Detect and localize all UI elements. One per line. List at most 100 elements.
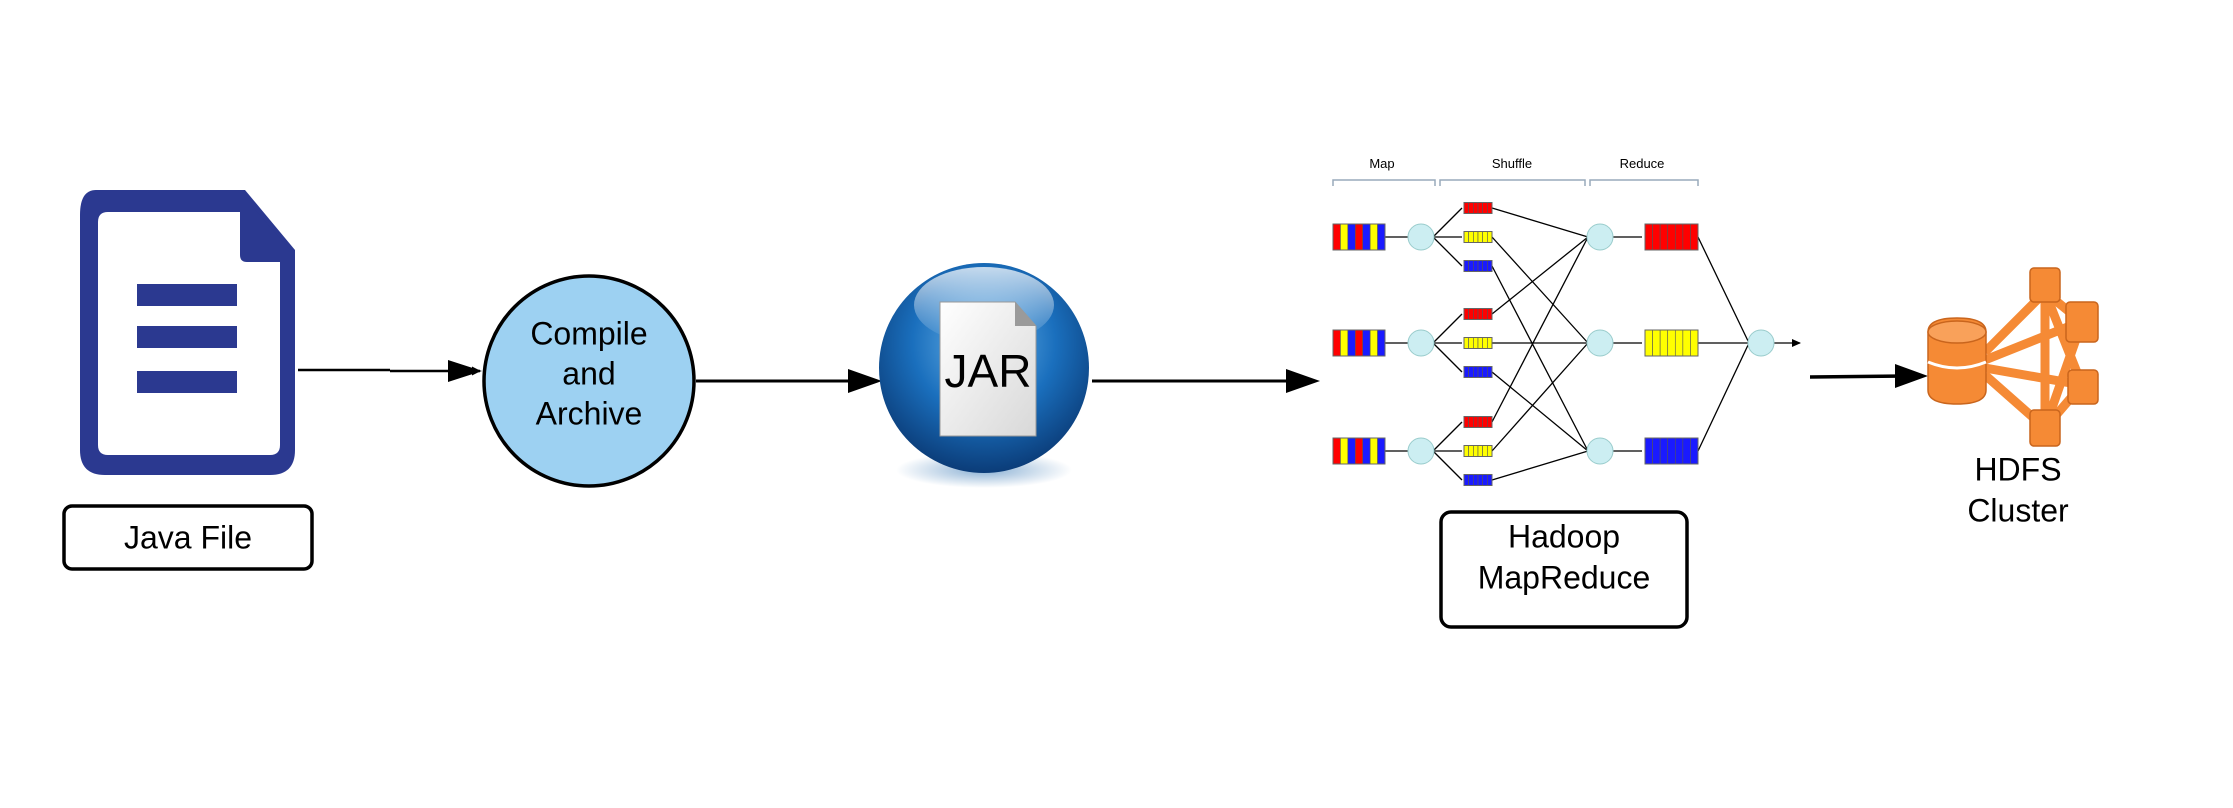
shuffle-bin: [1468, 202, 1474, 214]
arrowhead-icon: [1895, 364, 1928, 388]
shuffle-link: [1432, 236, 1463, 267]
final-merge-link: [1697, 342, 1750, 452]
shuffle-bin: [1482, 337, 1488, 349]
hdfs-cluster-icon: [1927, 267, 2099, 447]
shuffle-bin: [1482, 231, 1488, 243]
map-input-record: [1377, 223, 1386, 251]
shuffle-link: [1491, 236, 1589, 315]
shuffle-bin: [1463, 308, 1469, 320]
shuffle-bin: [1473, 308, 1479, 320]
shuffle-bin: [1482, 308, 1488, 320]
shuffle-bin: [1487, 202, 1493, 214]
shuffle-bin: [1463, 260, 1469, 272]
shuffle-bin: [1477, 260, 1483, 272]
shuffle-link: [1491, 207, 1589, 238]
map-input-record: [1354, 223, 1364, 251]
shuffle-bin: [1482, 366, 1488, 378]
mapreduce-label-line1: Hadoop: [1508, 518, 1620, 554]
java-file-label: Java File: [124, 519, 252, 555]
arrow-to-hdfs: [1809, 374, 1911, 379]
hdfs-label-line2: Cluster: [1967, 492, 2069, 528]
reduce-output-record: [1674, 437, 1684, 465]
shuffle-link: [1432, 450, 1463, 481]
shuffle-bin: [1468, 416, 1474, 428]
shuffle-link: [1491, 342, 1589, 452]
shuffle-link: [1491, 236, 1589, 344]
map-input-record: [1362, 223, 1371, 251]
reduce-output-record: [1667, 329, 1676, 357]
map-input-record: [1332, 437, 1341, 465]
reduce-node: [1586, 223, 1614, 251]
shuffle-link: [1432, 313, 1463, 344]
shuffle-bin: [1477, 445, 1483, 457]
map-input-record: [1362, 329, 1371, 357]
shuffle-bin: [1473, 260, 1479, 272]
shuffle-link: [1432, 421, 1463, 452]
map-input-record: [1340, 437, 1349, 465]
shuffle-bin-frame: [1463, 366, 1493, 378]
map-input-record: [1377, 329, 1386, 357]
phase-label-map: Map: [1369, 156, 1394, 171]
shuffle-bin: [1468, 231, 1474, 243]
shuffle-bin: [1487, 445, 1493, 457]
hdfs-label-line1: HDFS: [1974, 451, 2061, 487]
shuffle-bin-frame: [1463, 416, 1493, 428]
map-input-record: [1369, 223, 1378, 251]
shuffle-bin: [1473, 416, 1479, 428]
compile-label-line3: Archive: [536, 395, 643, 431]
mapreduce-label-line2: MapReduce: [1478, 559, 1651, 595]
mapreduce-diagram: Map Shuffle Reduce: [1332, 156, 1801, 486]
map-input-record: [1369, 329, 1378, 357]
reduce-output-record: [1690, 329, 1699, 357]
shuffle-bin: [1463, 416, 1469, 428]
map-input-record: [1354, 437, 1364, 465]
shuffle-bin: [1468, 445, 1474, 457]
phase-bracket-reduce: [1589, 179, 1699, 186]
shuffle-bin: [1487, 337, 1493, 349]
shuffle-bin: [1463, 366, 1469, 378]
shuffle-bin-frame: [1463, 337, 1493, 349]
arrowhead-icon: [1286, 369, 1320, 393]
shuffle-bin-frame: [1463, 308, 1493, 320]
map-input-record: [1332, 329, 1341, 357]
cluster-node: [2029, 267, 2061, 303]
map-input-record: [1347, 329, 1356, 357]
shuffle-bin: [1463, 337, 1469, 349]
java-file-document-icon: [80, 190, 295, 475]
shuffle-bin: [1482, 202, 1488, 214]
map-node: [1407, 223, 1435, 251]
phase-label-reduce: Reduce: [1620, 156, 1665, 171]
shuffle-bin: [1487, 260, 1493, 272]
shuffle-bin: [1463, 202, 1469, 214]
cluster-node: [2067, 369, 2099, 405]
shuffle-bin: [1477, 474, 1483, 486]
map-input-record: [1347, 223, 1356, 251]
shuffle-bin: [1482, 260, 1488, 272]
reduce-output-record: [1667, 223, 1676, 251]
shuffle-bin: [1487, 366, 1493, 378]
shuffle-link: [1491, 265, 1589, 452]
reduce-node: [1586, 437, 1614, 465]
shuffle-bin: [1468, 308, 1474, 320]
reduce-output-record: [1674, 223, 1684, 251]
shuffle-bin: [1482, 445, 1488, 457]
shuffle-bin: [1487, 308, 1493, 320]
map-input-record-frame: [1332, 329, 1386, 357]
final-merge-link: [1697, 236, 1750, 344]
map-input-record: [1347, 437, 1356, 465]
reduce-output-record: [1644, 437, 1653, 465]
shuffle-bin: [1473, 445, 1479, 457]
shuffle-bin: [1473, 231, 1479, 243]
phase-bracket-map: [1332, 179, 1436, 186]
cluster-node: [2029, 409, 2061, 447]
map-node: [1407, 437, 1435, 465]
map-input-record: [1369, 437, 1378, 465]
reduce-output-record: [1667, 437, 1676, 465]
shuffle-bin-frame: [1463, 445, 1493, 457]
compile-label-line2: and: [562, 355, 615, 391]
reduce-output-record-frame: [1644, 437, 1699, 465]
reduce-node: [1586, 329, 1614, 357]
reduce-output-record: [1644, 223, 1653, 251]
map-input-record: [1362, 437, 1371, 465]
